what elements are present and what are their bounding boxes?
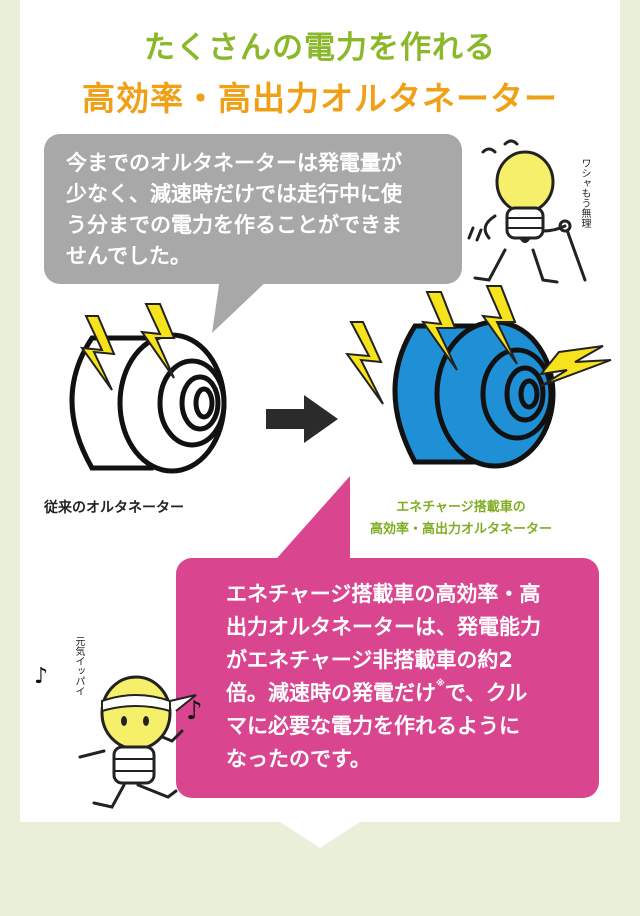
heading-line-1: たくさんの電力を作れる [144,30,496,66]
tired-character-caption: ワシャもう無理 [579,158,590,228]
gray-bubble-line: う分までの電力を作ることができま [66,213,402,237]
pink-bubble-text: で、クル [444,681,528,705]
pink-bubble-line: マに必要な電力を作れるように [226,714,520,738]
pink-bubble-text: 倍。減速時の発電だけ [226,681,436,705]
old-alternator-label: 従来のオルタネーター [44,500,184,516]
tired-bulb-character-illustration [467,139,587,284]
right-arrow-icon [266,395,338,443]
new-alternator-label-line-2: 高効率・高出力オルタネーター [369,522,552,537]
new-alternator-label: エネチャージ搭載車の 高効率・高出力オルタネーター [330,497,592,541]
gray-bubble-line: 少なく、減速時だけでは走行中に使 [66,182,402,206]
new-alternator-illustration [345,285,612,469]
pink-bubble-line: 倍。減速時の発電だけ※で、クル [226,677,587,710]
new-alternator-label-line-1: エネチャージ搭載車の [396,500,526,515]
pink-speech-bubble: エネチャージ搭載車の高効率・高 出力オルタネーターは、発電能力 がエネチャージ非… [176,558,599,798]
svg-text:♪: ♪ [186,696,203,726]
pink-bubble-line: 出力オルタネーターは、発電能力 [226,615,541,639]
gray-bubble-line: 今までのオルタネーターは発電量が [66,151,402,175]
pink-bubble-line: がエネチャージ非搭載車の約2 [226,648,513,672]
svg-text:♪: ♪ [34,664,48,689]
gray-speech-bubble: 今までのオルタネーターは発電量が 少なく、減速時だけでは走行中に使 う分までの電… [44,134,462,284]
pink-bubble-line: なったのです。 [226,747,371,771]
old-alternator-illustration [69,303,227,474]
pink-bubble-tail [270,476,350,566]
pink-bubble-line: エネチャージ搭載車の高効率・高 [226,582,541,606]
happy-bulb-character-illustration: ♪ ♪ [34,664,203,809]
happy-character-caption: 元気イッパイ [73,636,84,696]
down-pointer [280,822,360,848]
note-mark: ※ [436,679,445,689]
heading-line-2: 高効率・高出力オルタネーター [82,79,558,118]
gray-bubble-line: せんでした。 [66,244,191,268]
gray-bubble-tail [212,278,270,333]
